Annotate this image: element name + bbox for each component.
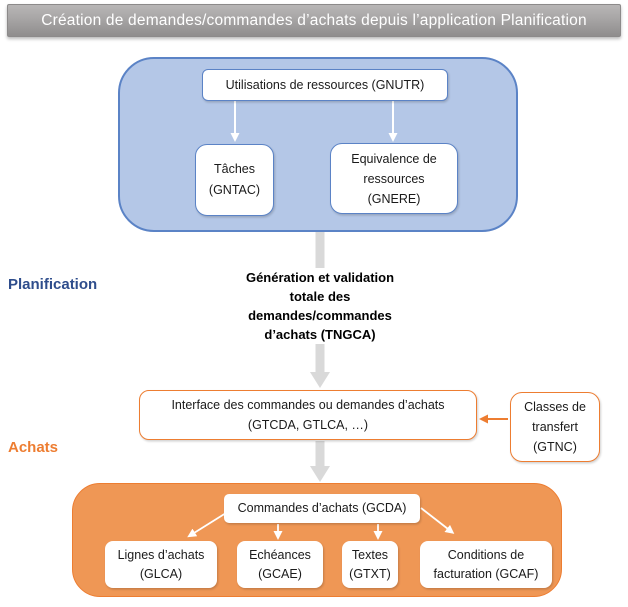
node-gnutr: Utilisations de ressources (GNUTR) [202,69,448,101]
arrow-gcda-to-glca [187,512,227,538]
section-label-achats: Achats [8,439,59,456]
node-gcaf: Conditions de facturation (GCAF) [420,541,552,588]
node-gtxt-label: Textes (GTXT) [349,547,391,581]
node-glca: Lignes d’achats (GLCA) [105,541,217,588]
title-bar: Création de demandes/commandes d’achats … [7,4,621,37]
node-gcda: Commandes d’achats (GCDA) [224,494,420,523]
node-classes-transfert: Classes de transfert (GTNC) [510,392,600,462]
node-gntac-label: Tâches (GNTAC) [208,162,261,197]
node-gnutr-label: Utilisations de ressources (GNUTR) [225,77,425,92]
node-gnere: Equivalence de ressources (GNERE) [330,143,458,214]
node-gnere-label: Equivalence de ressources (GNERE) [351,151,437,206]
node-interface-label: Interface des commandes ou demandes d’ac… [171,398,445,432]
node-glca-label: Lignes d’achats (GLCA) [117,547,205,581]
node-gcae: Echéances (GCAE) [237,541,323,588]
node-gtxt: Textes (GTXT) [342,541,398,588]
node-gntac: Tâches (GNTAC) [195,144,274,216]
node-classes-transfert-label: Classes de transfert (GTNC) [524,400,586,454]
section-label-planification: Planification [8,276,98,293]
node-gcda-label: Commandes d’achats (GCDA) [237,501,407,515]
node-gcaf-label: Conditions de facturation (GCAF) [433,547,539,581]
title-text: Création de demandes/commandes d’achats … [41,11,587,29]
node-interface: Interface des commandes ou demandes d’ac… [139,390,477,440]
node-gcae-label: Echéances (GCAE) [249,547,311,581]
arrow-gcda-to-gcaf [420,507,455,534]
transition-tngca-text: Génération et validation totale des dema… [233,268,407,344]
